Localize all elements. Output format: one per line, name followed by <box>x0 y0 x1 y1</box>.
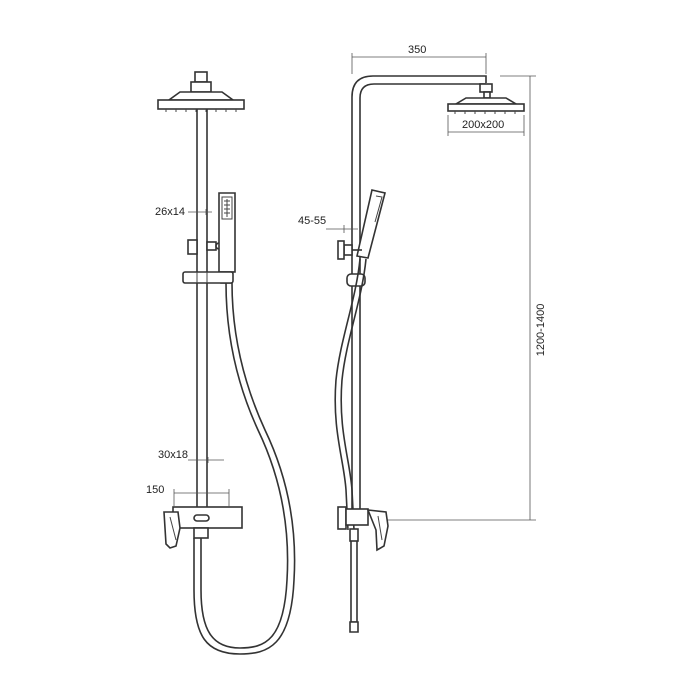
front-head-connector <box>194 71 208 83</box>
front-sliding-holder <box>182 271 234 284</box>
side-hose-end <box>349 621 359 633</box>
side-holder-knob <box>337 240 345 260</box>
side-arm-outer <box>351 75 487 515</box>
side-wall-plate <box>337 506 347 530</box>
front-hand-shower-face <box>221 196 233 220</box>
side-holder-bracket <box>343 244 353 256</box>
front-head-swivel <box>190 81 212 93</box>
dim-mixer-width-label: 150 <box>146 484 164 496</box>
front-hose-inner <box>193 282 296 655</box>
dim-height-range-label: 1200-1400 <box>535 304 547 357</box>
dim-holder-size-label: 26x14 <box>155 206 185 218</box>
side-head-connector <box>479 83 493 93</box>
side-mixer-lever <box>366 509 389 552</box>
front-hose-connector <box>193 527 209 539</box>
side-hand-shower <box>356 189 386 259</box>
front-mixer-outlet <box>193 514 210 522</box>
side-view: 350 200x200 1200-1400 45-55 <box>298 44 547 633</box>
front-mixer-lever <box>163 511 181 549</box>
side-arm-inner <box>359 83 486 515</box>
front-head-top <box>166 91 236 101</box>
side-hose-connector <box>349 528 359 542</box>
side-mixer-body <box>345 508 369 526</box>
dim-arm-length-label: 350 <box>408 44 426 56</box>
side-hose-inner <box>340 258 367 531</box>
dim-wall-distance-label: 45-55 <box>298 215 326 227</box>
front-hose-outer <box>200 282 289 649</box>
side-head-top <box>453 97 519 105</box>
front-view: 26x14 30x18 150 <box>146 71 296 655</box>
side-shower-head <box>447 103 525 112</box>
side-hose-drop <box>350 541 358 623</box>
side-hose-outer <box>334 258 361 531</box>
dim-head-size-label: 200x200 <box>462 119 504 131</box>
front-shower-head <box>157 99 245 110</box>
front-holder-bracket <box>187 239 198 255</box>
dim-pipe-size-label: 30x18 <box>158 449 188 461</box>
front-holder-arm <box>206 241 217 251</box>
